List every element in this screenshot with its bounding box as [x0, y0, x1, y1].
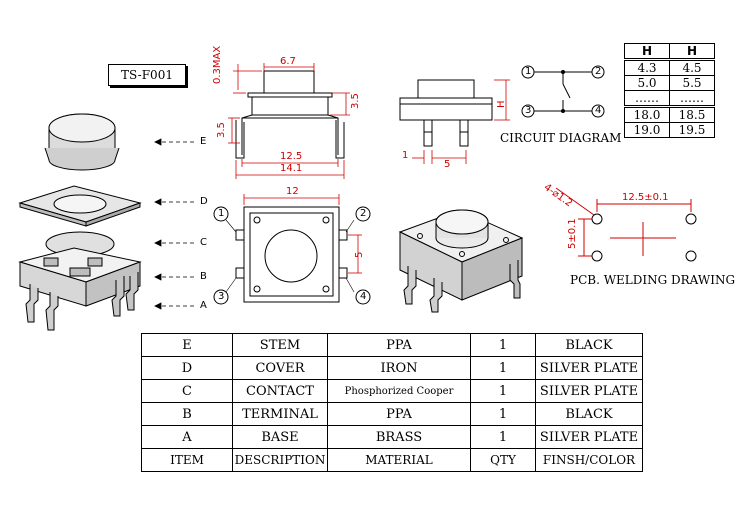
h-cell: 5.0	[624, 75, 670, 91]
circuit-diagram	[521, 65, 605, 118]
circuit-caption: CIRCUIT DIAGRAM	[500, 131, 622, 145]
bom-qty: 1	[470, 425, 536, 449]
part-letter-d: D	[200, 196, 208, 207]
h-cell: ……	[669, 90, 715, 108]
bom-color: BLACK	[535, 402, 643, 426]
h-cell: 4.3	[624, 59, 670, 76]
bom-color: SILVER PLATE	[535, 379, 643, 403]
bom-description: STEM	[232, 333, 328, 357]
bom-material: BRASS	[327, 425, 471, 449]
circuit-pin-1: 1	[525, 66, 532, 77]
bom-description: BASE	[232, 425, 328, 449]
part-base-drawing	[18, 247, 142, 331]
bom-color: SILVER PLATE	[535, 356, 643, 380]
dim-top-max: 0.3MAX	[212, 45, 223, 84]
dim-stem-height: 3.5	[350, 93, 361, 109]
h-header-1: H	[624, 43, 670, 61]
bom-qty: 1	[470, 356, 536, 380]
leader-lines	[154, 138, 195, 310]
part-letter-a: A	[200, 300, 207, 311]
part-letter-c: C	[200, 237, 207, 248]
bom-header-color: FINSH/COLOR	[535, 448, 643, 472]
dim-top-width: 12	[286, 186, 299, 197]
bom-description: CONTACT	[232, 379, 328, 403]
bom-header-qty: QTY	[470, 448, 536, 472]
exploded-view	[18, 113, 195, 331]
side-view	[228, 63, 350, 179]
top-pin-1: 1	[218, 208, 225, 219]
part-letter-e: E	[200, 136, 207, 147]
part-stem-drawing	[44, 113, 120, 171]
dim-body-width: 12.5	[280, 151, 303, 162]
part-letter-b: B	[200, 271, 207, 282]
dim-body-height: 3.5	[216, 122, 227, 138]
h-cell: ……	[624, 90, 670, 108]
bom-qty: 1	[470, 333, 536, 357]
table-row: A BASE BRASS 1 SILVER PLATE	[141, 425, 643, 449]
dim-stem-width: 6.7	[280, 56, 296, 67]
h-cell: 18.0	[624, 106, 670, 123]
pcb-caption: PCB. WELDING DRAWING	[570, 273, 736, 287]
pcb-drawing	[555, 187, 697, 262]
bom-qty: 1	[470, 402, 536, 426]
table-row: B TERMINAL PPA 1 BLACK	[141, 402, 643, 426]
dim-lead-pitch: 5	[444, 159, 451, 170]
circuit-pin-2: 2	[595, 66, 602, 77]
dim-lead-width: 1	[402, 150, 409, 161]
front-view	[399, 79, 510, 164]
model-label: TS-F001	[108, 64, 186, 86]
top-pin-4: 4	[360, 291, 367, 302]
h-cell: 18.5	[669, 106, 715, 123]
dim-lead-span: 14.1	[280, 163, 303, 174]
bill-of-materials: E STEM PPA 1 BLACK D COVER IRON 1 SILVER…	[141, 333, 643, 472]
h-cell: 19.0	[624, 122, 670, 138]
table-header-row: ITEM DESCRIPTION MATERIAL QTY FINSH/COLO…	[141, 448, 643, 472]
table-row: C CONTACT Phosphorized Cooper 1 SILVER P…	[141, 379, 643, 403]
bom-item: C	[141, 379, 233, 403]
h-dimension-table: H H 4.3 4.5 5.0 5.5 …… …… 18.0 18.5 19.0…	[624, 43, 715, 138]
bom-material: IRON	[327, 356, 471, 380]
dim-h-label: H	[496, 100, 507, 108]
part-cover-drawing	[18, 185, 142, 227]
h-header-2: H	[669, 43, 715, 61]
dim-pin-pitch: 5	[354, 251, 365, 258]
bom-item: B	[141, 402, 233, 426]
bom-material: PPA	[327, 402, 471, 426]
bom-material: Phosphorized Cooper	[327, 379, 471, 403]
bom-item: D	[141, 356, 233, 380]
pcb-y-pitch: 5±0.1	[567, 218, 578, 249]
table-row: D COVER IRON 1 SILVER PLATE	[141, 356, 643, 380]
table-row: E STEM PPA 1 BLACK	[141, 333, 643, 357]
circuit-pin-4: 4	[595, 105, 602, 116]
bom-header-item: ITEM	[141, 448, 233, 472]
top-pin-2: 2	[360, 208, 367, 219]
bom-item: E	[141, 333, 233, 357]
bom-item: A	[141, 425, 233, 449]
iso-view	[398, 209, 524, 313]
circuit-pin-3: 3	[525, 105, 532, 116]
h-cell: 5.5	[669, 75, 715, 91]
bom-header-description: DESCRIPTION	[232, 448, 328, 472]
top-pin-3: 3	[218, 291, 225, 302]
top-view	[213, 194, 371, 305]
bom-material: PPA	[327, 333, 471, 357]
bom-description: TERMINAL	[232, 402, 328, 426]
bom-description: COVER	[232, 356, 328, 380]
h-cell: 19.5	[669, 122, 715, 138]
h-cell: 4.5	[669, 59, 715, 76]
bom-header-material: MATERIAL	[327, 448, 471, 472]
pcb-x-pitch: 12.5±0.1	[622, 192, 669, 203]
bom-color: SILVER PLATE	[535, 425, 643, 449]
bom-color: BLACK	[535, 333, 643, 357]
bom-qty: 1	[470, 379, 536, 403]
